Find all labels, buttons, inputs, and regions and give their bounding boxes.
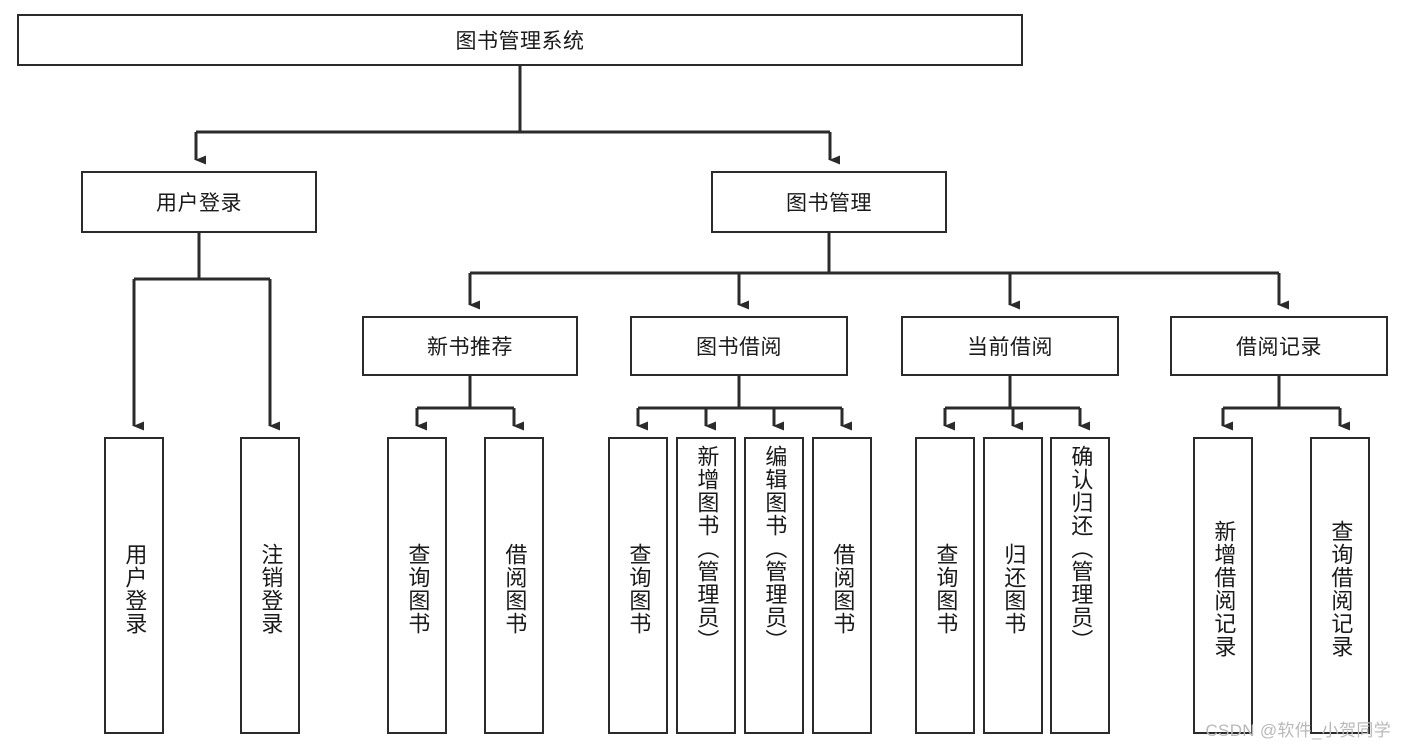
leaf-node[interactable]: 注销登录: [240, 437, 300, 734]
leaf-label: 查询图书: [933, 542, 959, 635]
leaf-node[interactable]: 查询图书: [387, 437, 447, 734]
leaf-node[interactable]: 查询图书: [608, 437, 668, 734]
leaf-label: 注销登录: [258, 542, 284, 635]
leaf-node[interactable]: 新增借阅记录: [1193, 437, 1253, 734]
leaf-label: 查询借阅记录: [1328, 519, 1354, 658]
leaf-node[interactable]: 编辑图书（管理员）: [744, 437, 804, 734]
leaf-label: 新增借阅记录: [1211, 519, 1237, 658]
node-book-borrow[interactable]: 图书借阅: [630, 316, 848, 376]
leaf-label: 查询图书: [626, 542, 652, 635]
csdn-watermark: CSDN @软件_小贺同学: [1205, 721, 1391, 740]
node-root[interactable]: 图书管理系统: [17, 14, 1023, 66]
leaf-node[interactable]: 借阅图书: [484, 437, 544, 734]
leaf-label: 用户登录: [122, 542, 148, 635]
node-current-borrow[interactable]: 当前借阅: [901, 316, 1119, 376]
leaf-label: 借阅图书: [830, 542, 856, 635]
leaf-node[interactable]: 新增图书（管理员）: [676, 437, 736, 734]
leaf-label: 查询图书: [405, 542, 431, 635]
node-user-login[interactable]: 用户登录: [81, 171, 317, 233]
leaf-node[interactable]: 查询图书: [915, 437, 975, 734]
leaf-node[interactable]: 借阅图书: [812, 437, 872, 734]
leaf-label: 确认归还（管理员）: [1068, 445, 1094, 652]
leaf-label: 新增图书（管理员）: [694, 445, 720, 652]
leaf-label: 借阅图书: [502, 542, 528, 635]
leaf-node[interactable]: 查询借阅记录: [1310, 437, 1370, 734]
node-new-book-recommend[interactable]: 新书推荐: [362, 316, 578, 376]
leaf-label: 归还图书: [1001, 542, 1027, 635]
leaf-node[interactable]: 确认归还（管理员）: [1050, 437, 1110, 734]
leaf-node[interactable]: 用户登录: [104, 437, 164, 734]
leaf-node[interactable]: 归还图书: [983, 437, 1043, 734]
leaf-label: 编辑图书（管理员）: [762, 445, 788, 652]
node-borrow-record[interactable]: 借阅记录: [1170, 316, 1388, 376]
node-book-management[interactable]: 图书管理: [711, 171, 947, 233]
